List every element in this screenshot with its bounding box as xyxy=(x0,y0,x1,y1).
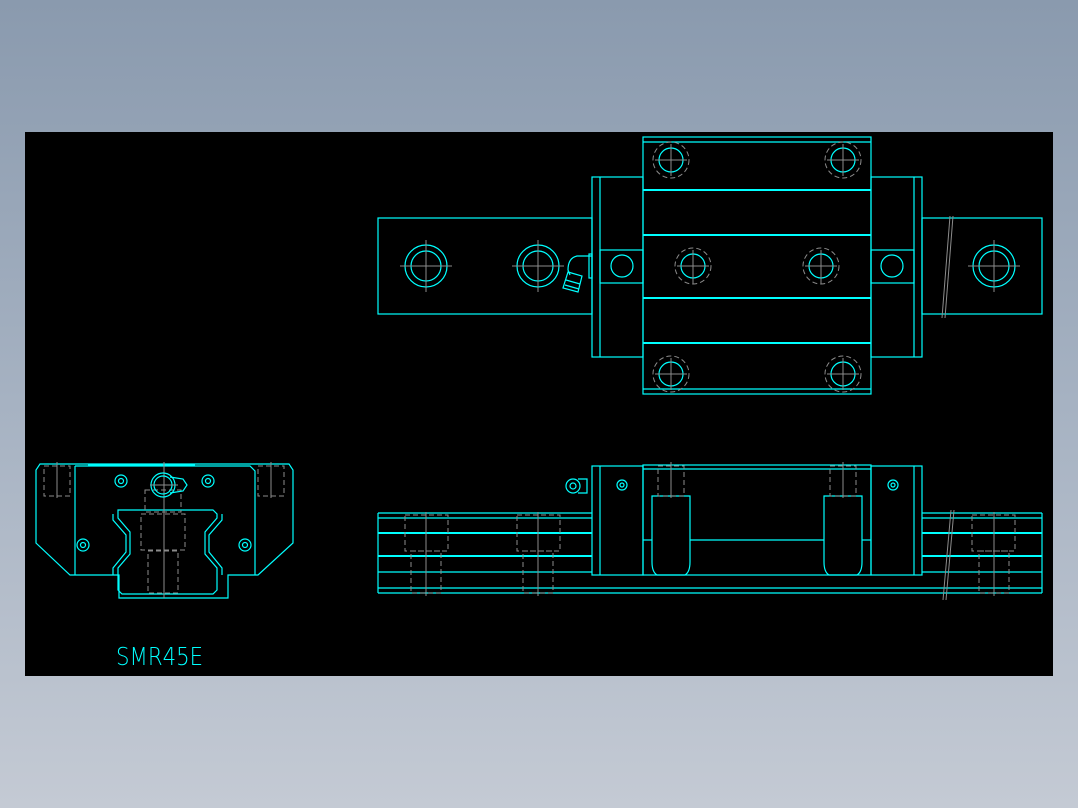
rail-hole xyxy=(968,240,1020,292)
part-label: SMR45E xyxy=(116,642,204,671)
top-view xyxy=(377,136,1043,395)
block-holes xyxy=(652,141,862,393)
rail-hole xyxy=(400,240,452,292)
cad-drawing xyxy=(35,136,1043,601)
end-view xyxy=(35,462,294,599)
side-view xyxy=(377,462,1043,601)
grease-nipple xyxy=(562,253,593,293)
rail-hole xyxy=(512,240,564,292)
drawing-canvas[interactable]: SMR45E xyxy=(25,132,1053,676)
